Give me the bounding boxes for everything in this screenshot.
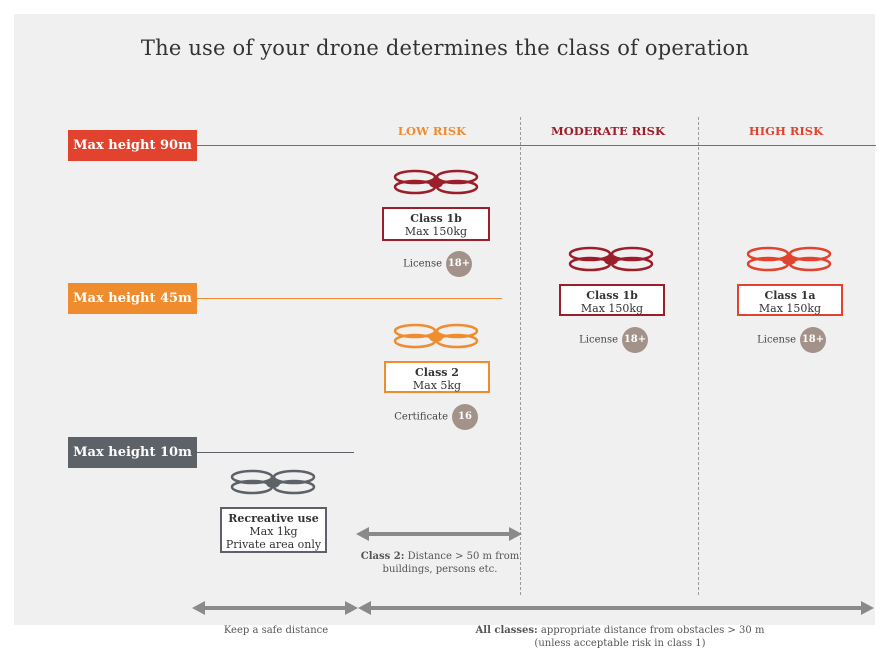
drone-icon: [746, 246, 832, 272]
class-box-recreative: Recreative use Max 1kg Private area only: [220, 507, 327, 553]
height-label-90m: Max height 90m: [68, 130, 197, 161]
class-box-high-1a: Class 1a Max 150kg: [737, 284, 843, 316]
class-spec: Max 150kg: [580, 302, 644, 315]
requirement-label: Certificate: [394, 411, 448, 423]
class-box-moderate-1b: Class 1b Max 150kg: [559, 284, 665, 316]
class-spec: Max 150kg: [404, 225, 468, 238]
age-badge: 18+: [622, 327, 648, 353]
height-line-90m: [197, 145, 876, 146]
height-line-45m: [197, 298, 502, 299]
requirement-low-1b: License 18+: [362, 251, 472, 277]
requirement-label: License: [757, 334, 796, 346]
note-bold: Class 2:: [360, 551, 405, 562]
age-badge: 16: [452, 404, 478, 430]
age-badge: 18+: [446, 251, 472, 277]
note-text: Distance > 50 m from: [407, 551, 520, 562]
drone-icon: [230, 469, 316, 495]
class-name: Class 1a: [764, 289, 816, 302]
height-label-10m: Max height 10m: [68, 437, 197, 468]
requirement-label: License: [403, 258, 442, 270]
class-name: Recreative use: [228, 512, 319, 525]
height-line-10m: [197, 452, 354, 453]
divider-moderate-high: [698, 117, 699, 595]
class-extra: Private area only: [225, 538, 322, 551]
page-title: The use of your drone determines the cla…: [140, 36, 750, 60]
risk-header-high: HIGH RISK: [748, 124, 824, 138]
note-safe-distance: Keep a safe distance: [223, 625, 329, 636]
divider-low-moderate: [520, 117, 521, 595]
diagram-canvas: [14, 14, 875, 625]
double-arrow-icon: [356, 527, 522, 541]
double-arrow-icon: [192, 601, 358, 615]
risk-header-low: LOW RISK: [397, 124, 467, 138]
class-box-low-1b: Class 1b Max 150kg: [382, 207, 490, 241]
note-all-classes: All classes: appropriate distance from o…: [430, 624, 810, 650]
requirement-label: License: [579, 334, 618, 346]
drone-icon: [393, 323, 479, 349]
drone-icon: [568, 246, 654, 272]
class-spec: Max 150kg: [758, 302, 822, 315]
class-name: Class 1b: [586, 289, 638, 302]
height-label-45m: Max height 45m: [68, 283, 197, 314]
note-class2-distance: Class 2: Distance > 50 m from buildings,…: [350, 550, 530, 576]
requirement-moderate-1b: License 18+: [536, 327, 648, 353]
risk-header-moderate: MODERATE RISK: [551, 124, 665, 138]
drone-icon: [393, 169, 479, 195]
class-name: Class 2: [415, 366, 459, 379]
note-text: appropriate distance from obstacles > 30…: [540, 625, 765, 636]
requirement-low-2: Certificate 16: [352, 404, 478, 430]
age-badge: 18+: [800, 327, 826, 353]
class-spec: Max 1kg: [249, 525, 298, 538]
note-text: (unless acceptable risk in class 1): [534, 638, 706, 649]
class-spec: Max 5kg: [412, 379, 462, 392]
requirement-high-1a: License 18+: [714, 327, 826, 353]
note-text: buildings, persons etc.: [382, 564, 498, 575]
class-name: Class 1b: [410, 212, 462, 225]
double-arrow-icon: [358, 601, 874, 615]
note-bold: All classes:: [475, 625, 538, 636]
class-box-low-2: Class 2 Max 5kg: [384, 361, 490, 393]
